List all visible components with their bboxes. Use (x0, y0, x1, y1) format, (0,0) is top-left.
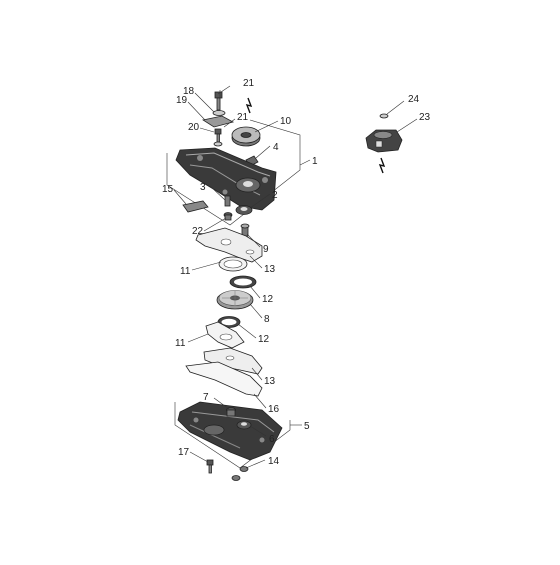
washer-18 (212, 110, 226, 116)
plate-15 (182, 200, 209, 213)
callout-20: 20 (188, 122, 200, 133)
callout-13-upper: 13 (264, 264, 276, 275)
callout-11-upper: 11 (180, 266, 191, 277)
screw-21-top (214, 91, 223, 111)
callout-5: 5 (304, 421, 310, 432)
callout-labels: 1 2 3 4 5 6 7 8 9 10 11 11 12 12 13 13 1… (162, 78, 431, 467)
callout-6: 6 (269, 434, 275, 445)
arrow-down-top (245, 97, 253, 114)
leader-lines (173, 85, 418, 469)
callout-22: 22 (192, 226, 204, 237)
bracket-19 (201, 115, 235, 128)
bushing-22 (223, 212, 233, 221)
callout-17: 17 (178, 447, 190, 458)
gasket-13-lower (203, 347, 263, 375)
callout-10: 10 (280, 116, 292, 127)
leader-1 (299, 159, 311, 166)
pin-3 (224, 195, 231, 207)
callout-24: 24 (408, 94, 420, 105)
callout-2: 2 (272, 190, 278, 201)
gasket-13-upper (195, 227, 263, 263)
callout-4: 4 (273, 142, 279, 153)
callout-12-upper: 12 (262, 294, 274, 305)
callout-1: 1 (312, 156, 318, 167)
screw-20 (214, 128, 222, 143)
bushing-7 (226, 407, 236, 417)
screw-17 (206, 459, 214, 474)
callout-21-upper: 21 (243, 78, 255, 89)
callout-11-lower: 11 (175, 338, 186, 349)
callout-8: 8 (264, 314, 270, 325)
callout-18: 18 (183, 86, 195, 97)
feet-14 (231, 466, 249, 481)
callout-14: 14 (268, 456, 280, 467)
gear-housing-lower (177, 401, 283, 461)
bearing-2 (235, 205, 253, 215)
gear-8 (216, 290, 254, 310)
callout-16: 16 (268, 404, 280, 415)
callout-7: 7 (203, 392, 209, 403)
bearing-6 (236, 420, 252, 430)
callout-23: 23 (419, 112, 431, 123)
gear-housing-upper (175, 147, 277, 211)
washer-20 (213, 141, 223, 147)
callout-13-lower: 13 (264, 376, 276, 387)
callout-19: 19 (176, 95, 188, 106)
callout-9: 9 (263, 244, 269, 255)
shaft-9 (240, 223, 250, 237)
arrow-down-right (378, 157, 386, 174)
callout-21-lower: 21 (237, 112, 249, 123)
gasket-11-lower (205, 321, 245, 349)
gasket-16 (185, 361, 263, 397)
callout-3: 3 (200, 182, 206, 193)
ring-12-upper (229, 275, 257, 289)
clutch-23 (365, 129, 403, 153)
gear-10 (231, 126, 261, 147)
washer-24 (379, 113, 389, 119)
callout-15: 15 (162, 184, 174, 195)
callout-12-lower: 12 (258, 334, 270, 345)
gasket-11-upper (218, 256, 248, 272)
